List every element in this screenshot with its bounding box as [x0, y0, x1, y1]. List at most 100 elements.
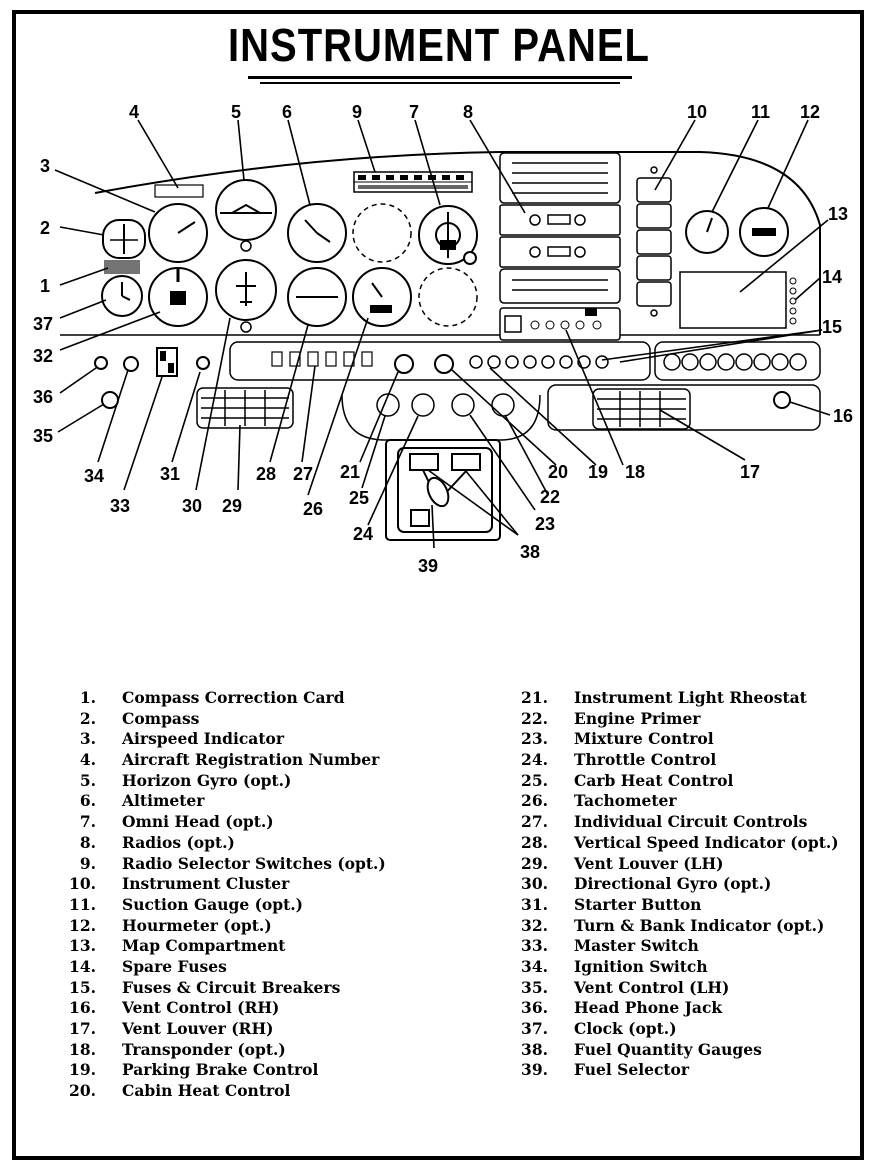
- legend-number: 32.: [521, 915, 548, 935]
- legend-label: Airspeed Indicator: [122, 729, 284, 749]
- legend-item: 23.Mixture Control: [510, 729, 839, 750]
- legend-number: 26.: [521, 791, 548, 811]
- legend-item: 16.Vent Control (RH): [60, 998, 386, 1019]
- legend-item: 37.Clock (opt.): [510, 1019, 839, 1040]
- legend-item: 3.Airspeed Indicator: [60, 729, 386, 750]
- callout-13: 13: [828, 204, 848, 224]
- blank-instrument-hole-2: [418, 267, 478, 327]
- callout-4: 4: [129, 102, 139, 122]
- legend-label: Altimeter: [122, 791, 205, 811]
- callout-22: 22: [540, 487, 560, 507]
- legend-label: Fuses & Circuit Breakers: [122, 977, 341, 997]
- legend-item: 10. Instrument Cluster: [60, 874, 386, 895]
- vent-louver-rh: [592, 388, 691, 430]
- legend-item: 35.Vent Control (LH): [510, 978, 839, 999]
- legend-number: 23.: [521, 729, 548, 749]
- head-phone-jack: [94, 356, 108, 370]
- legend-number: 15.: [69, 977, 96, 997]
- callout-1: 1: [40, 276, 50, 296]
- legend-item: 6. Altimeter: [60, 791, 386, 812]
- callout-6: 6: [282, 102, 292, 122]
- vent-louver-lh: [196, 387, 294, 429]
- legend-label: Carb Heat Control: [574, 770, 734, 790]
- legend-label: Aircraft Registration Number: [122, 750, 380, 770]
- legend-item: 39. Fuel Selector: [510, 1060, 839, 1081]
- title-underline-2: [260, 82, 620, 84]
- legend-item: 17.Vent Louver (RH): [60, 1019, 386, 1040]
- callout-15: 15: [822, 317, 842, 337]
- legend-item: 32. Turn & Bank Indicator (opt.): [510, 916, 839, 937]
- legend-label: Turn & Bank Indicator (opt.): [574, 915, 825, 935]
- legend-number: 25.: [521, 770, 548, 790]
- legend-label: Head Phone Jack: [574, 998, 723, 1018]
- page-title: INSTRUMENT PANEL: [228, 20, 650, 72]
- legend-number: 24.: [521, 750, 548, 770]
- callout-25: 25: [349, 488, 369, 508]
- legend-item: 22. Engine Primer: [510, 709, 839, 730]
- callout-5: 5: [231, 102, 241, 122]
- compass-correction-card: [104, 260, 140, 274]
- legend-item: 36. Head Phone Jack: [510, 998, 839, 1019]
- legend-item: 19.Parking Brake Control: [60, 1060, 386, 1081]
- legend-number: 27.: [521, 812, 548, 832]
- registration-plate: [154, 184, 204, 198]
- legend-number: 36.: [521, 998, 548, 1018]
- legend-label: Instrument Light Rheostat: [574, 688, 807, 707]
- legend-number: 1.: [79, 688, 96, 707]
- legend-number: 38.: [521, 1039, 548, 1059]
- legend-label: Cabin Heat Control: [122, 1081, 291, 1101]
- legend-number: 9.: [79, 853, 96, 873]
- legend-label: Fuel Selector: [574, 1060, 690, 1080]
- callout-21: 21: [340, 462, 360, 482]
- callout-26: 26: [303, 499, 323, 519]
- legend-item: 4. Aircraft Registration Number: [60, 750, 386, 771]
- legend-label: Radio Selector Switches (opt.): [122, 853, 386, 873]
- callout-28: 28: [256, 464, 276, 484]
- legend-number: 39.: [521, 1060, 548, 1080]
- legend-label: Vertical Speed Indicator (opt.): [574, 832, 839, 852]
- fuel-selector: [410, 469, 468, 527]
- legend-label: Omni Head (opt.): [122, 812, 274, 832]
- legend-number: 22.: [521, 708, 548, 728]
- legend-number: 20.: [69, 1081, 96, 1101]
- callout-14: 14: [822, 267, 842, 287]
- callout-29: 29: [222, 496, 242, 516]
- legend-number: 11.: [69, 894, 96, 914]
- legend-label: Starter Button: [574, 894, 702, 914]
- legend-item: 14.Spare Fuses: [60, 957, 386, 978]
- legend-item: 13.Map Compartment: [60, 936, 386, 957]
- legend-number: 31.: [521, 894, 548, 914]
- right-lower-panel: [547, 384, 821, 431]
- legend-number: 21.: [521, 688, 548, 707]
- legend-number: 37.: [521, 1019, 548, 1038]
- callout-30: 30: [182, 496, 202, 516]
- legend-label: Radios (opt.): [122, 832, 235, 852]
- callout-7: 7: [409, 102, 419, 122]
- legend-label: Engine Primer: [574, 708, 701, 728]
- legend-item: 18.Transponder (opt.): [60, 1040, 386, 1061]
- callout-24: 24: [353, 524, 373, 544]
- legend-number: 4.: [79, 750, 96, 770]
- legend-label: Instrument Cluster: [122, 874, 290, 894]
- legend-item: 5.Horizon Gyro (opt.): [60, 771, 386, 792]
- legend-number: 10.: [69, 874, 96, 894]
- title-underline: [248, 76, 632, 79]
- legend-number: 18.: [69, 1039, 96, 1059]
- legend-number: 34.: [521, 956, 548, 976]
- ignition-switch: [123, 356, 139, 372]
- legend-number: 6.: [79, 791, 96, 811]
- callout-32: 32: [33, 346, 53, 366]
- legend-item: 38.Fuel Quantity Gauges: [510, 1040, 839, 1061]
- legend-label: Master Switch: [574, 936, 699, 956]
- legend-number: 8.: [79, 832, 96, 852]
- callout-16: 16: [833, 406, 853, 426]
- legend-number: 28.: [521, 832, 548, 852]
- legend-number: 35.: [521, 977, 548, 997]
- legend-number: 5.: [79, 770, 96, 790]
- callout-12: 12: [800, 102, 820, 122]
- legend-number: 17.: [69, 1019, 96, 1038]
- legend-label: Suction Gauge (opt.): [122, 894, 303, 914]
- legend-label: Ignition Switch: [574, 956, 708, 976]
- legend-label: Individual Circuit Controls: [574, 812, 808, 832]
- callout-37: 37: [33, 314, 53, 334]
